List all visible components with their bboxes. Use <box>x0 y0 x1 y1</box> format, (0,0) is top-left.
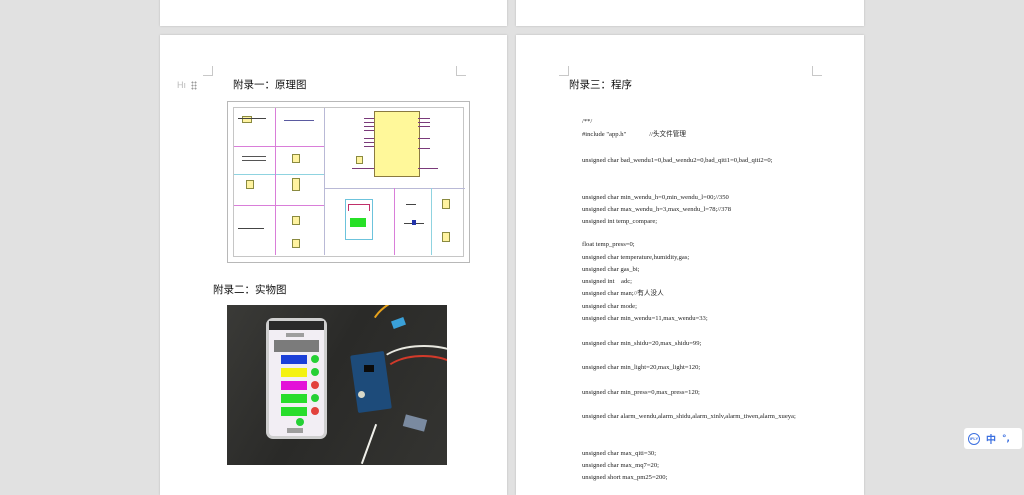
code-line: unsigned char min_wendu=11,max_wendu=33; <box>582 315 708 322</box>
code-line: unsigned int temp_compare; <box>582 218 658 225</box>
code-line: unsigned char temperature,humidity,gas; <box>582 254 690 261</box>
appendix-2-heading: 附录二：实物图 <box>213 284 287 296</box>
code-line: unsigned char max_wendu_h=3,max_wendu_l=… <box>582 206 731 213</box>
ifly-logo-icon[interactable]: iFLY <box>968 432 980 445</box>
phone-in-photo <box>266 318 327 439</box>
code-line: unsigned int adc; <box>582 278 632 285</box>
code-line: unsigned char min_shidu=20,max_shidu=99; <box>582 340 702 347</box>
language-toggle-button[interactable]: 中 <box>986 435 996 446</box>
crop-mark-top-left <box>203 66 213 76</box>
code-line: unsigned char man;//有人没人 <box>582 290 664 297</box>
ime-toolbar[interactable]: iFLY 中 °, <box>964 428 1022 449</box>
code-line: unsigned char min_press=0,max_press=120; <box>582 389 700 396</box>
code-line: unsigned char min_light=20,max_light=120… <box>582 364 701 371</box>
heading-hint-icon[interactable]: Hı <box>177 80 186 90</box>
crop-mark-top-right <box>812 66 822 76</box>
drag-handle-icon[interactable] <box>191 81 197 90</box>
document-page-right: 附录三：程序 /**/ #include "app.h" //头文件管理 uns… <box>516 35 864 495</box>
code-line: unsigned char mode; <box>582 303 637 310</box>
document-page-left: Hı 附录一：原理图 <box>160 35 507 495</box>
code-line: unsigned short max_pm25=200; <box>582 474 668 481</box>
code-line: unsigned char max_mq7=20; <box>582 462 659 469</box>
hardware-photo-image[interactable] <box>227 305 447 465</box>
crop-mark-top-left <box>559 66 569 76</box>
previous-page-right <box>516 0 864 26</box>
code-line: unsigned char max_qiti=30; <box>582 450 657 457</box>
mcu-chip <box>374 111 420 177</box>
code-line: unsigned char gas_bi; <box>582 266 640 273</box>
appendix-3-heading: 附录三：程序 <box>569 79 632 91</box>
crop-mark-top-right <box>456 66 466 76</box>
code-line: unsigned char bad_wendu1=0,bad_wendu2=0,… <box>582 157 773 164</box>
previous-page-left <box>160 0 507 26</box>
appendix-1-heading: 附录一：原理图 <box>233 79 307 91</box>
circuit-schematic-image[interactable] <box>227 101 470 263</box>
punctuation-toggle-button[interactable]: °, <box>1002 433 1010 444</box>
code-line: #include "app.h" //头文件管理 <box>582 131 686 138</box>
code-line: /**/ <box>582 118 593 125</box>
code-line: float temp_press=0; <box>582 241 635 248</box>
code-line: unsigned char min_wendu_h=0,min_wendu_l=… <box>582 194 729 201</box>
code-line: unsigned char alarm_wendu,alarm_shidu,al… <box>582 413 796 420</box>
